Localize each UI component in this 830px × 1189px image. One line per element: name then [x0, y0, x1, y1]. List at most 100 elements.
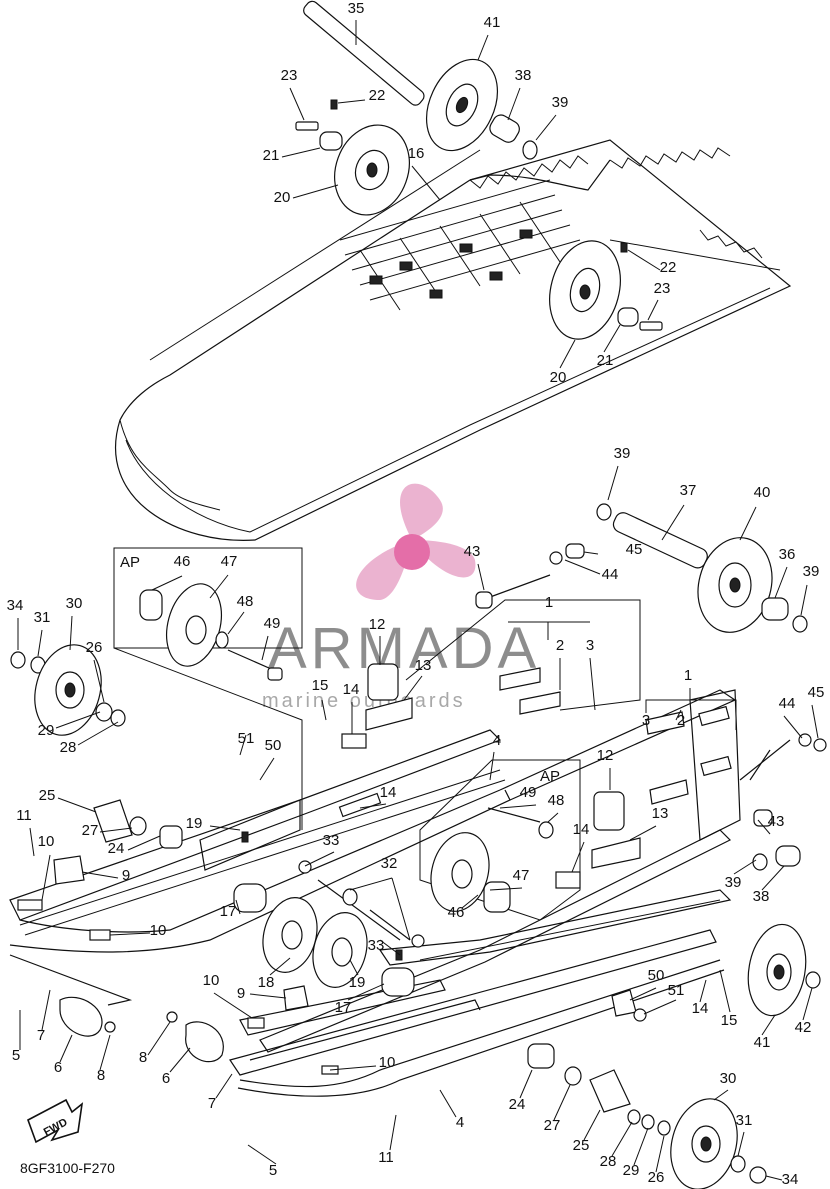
callout-4: 4	[456, 1114, 464, 1131]
callout-6: 6	[162, 1070, 170, 1087]
callout-29: 29	[38, 722, 55, 739]
callout-43: 43	[768, 813, 785, 830]
watermark-tagline: marine outboards	[262, 690, 466, 712]
callout-18: 18	[258, 974, 275, 991]
right-brackets	[555, 711, 801, 889]
callout-3: 3	[586, 637, 594, 654]
callout-28: 28	[600, 1153, 617, 1170]
callout-42: 42	[795, 1019, 812, 1036]
callout-24: 24	[509, 1096, 526, 1113]
callout-41: 41	[754, 1034, 771, 1051]
callout-10: 10	[38, 833, 55, 850]
callout-28: 28	[60, 739, 77, 756]
callout-12: 12	[597, 747, 614, 764]
ap-label-left: AP	[120, 554, 140, 571]
callout-14: 14	[380, 784, 397, 801]
callout-20: 20	[550, 369, 567, 386]
callout-7: 7	[208, 1095, 216, 1112]
callout-1: 1	[545, 594, 553, 611]
callout-34: 34	[7, 597, 24, 614]
callout-30: 30	[66, 595, 83, 612]
callout-8: 8	[97, 1067, 105, 1084]
callout-23: 23	[654, 280, 671, 297]
mid-wheel-assembly	[475, 503, 808, 633]
callout-10: 10	[203, 972, 220, 989]
callout-14: 14	[573, 821, 590, 838]
callout-5: 5	[269, 1162, 277, 1179]
callout-49: 49	[520, 784, 537, 801]
callout-29: 29	[623, 1162, 640, 1179]
callout-33: 33	[368, 937, 385, 954]
watermark: ARMADA marine outboards	[262, 483, 540, 712]
callout-27: 27	[544, 1117, 561, 1134]
callout-34: 34	[782, 1171, 799, 1188]
callout-50: 50	[265, 737, 282, 754]
callout-31: 31	[34, 609, 51, 626]
callout-9: 9	[237, 985, 245, 1002]
callout-17: 17	[220, 903, 237, 920]
callout-49: 49	[264, 615, 281, 632]
propeller-logo-icon	[356, 483, 476, 600]
callout-15: 15	[312, 677, 329, 694]
callout-3: 3	[642, 712, 650, 729]
callout-47: 47	[221, 553, 238, 570]
callout-51: 51	[668, 982, 685, 999]
ap-inset-box-left: AP	[113, 547, 303, 830]
callout-2: 2	[677, 712, 685, 729]
callout-7: 7	[37, 1027, 45, 1044]
callout-25: 25	[39, 787, 56, 804]
callout-20: 20	[274, 189, 291, 206]
callout-25: 25	[573, 1137, 590, 1154]
callout-16: 16	[408, 145, 425, 162]
callout-33: 33	[323, 832, 340, 849]
callout-24: 24	[108, 840, 125, 857]
callout-39: 39	[803, 563, 820, 580]
front-parts-right	[527, 733, 827, 1189]
callout-26: 26	[648, 1169, 665, 1186]
callout-46: 46	[448, 904, 465, 921]
callout-19: 19	[349, 974, 366, 991]
callout-6: 6	[54, 1059, 62, 1076]
callout-48: 48	[548, 792, 565, 809]
callout-27: 27	[82, 822, 99, 839]
callout-40: 40	[754, 484, 771, 501]
upper-wheel-assembly	[295, 0, 663, 340]
callout-19: 19	[186, 815, 203, 832]
left-brackets	[341, 599, 641, 749]
callout-10: 10	[379, 1054, 396, 1071]
callout-39: 39	[552, 94, 569, 111]
callout-26: 26	[86, 639, 103, 656]
callout-41: 41	[484, 14, 501, 31]
callout-46: 46	[174, 553, 191, 570]
ap-inset-box-right: AP	[419, 759, 581, 921]
callout-23: 23	[281, 67, 298, 84]
watermark-brand: ARMADA	[268, 616, 540, 681]
callout-35: 35	[348, 0, 365, 17]
callout-43: 43	[464, 543, 481, 560]
callout-37: 37	[680, 482, 697, 499]
callout-45: 45	[626, 541, 643, 558]
callout-5: 5	[12, 1047, 20, 1064]
callout-13: 13	[652, 805, 669, 822]
callout-44: 44	[602, 566, 619, 583]
callout-32: 32	[381, 855, 398, 872]
cross-shafts	[233, 831, 425, 997]
callout-2: 2	[556, 637, 564, 654]
callout-30: 30	[720, 1070, 737, 1087]
drawing-code: 8GF3100-F270	[20, 1160, 115, 1176]
callout-8: 8	[139, 1049, 147, 1066]
callout-39: 39	[614, 445, 631, 462]
callout-36: 36	[779, 546, 796, 563]
left-slide-rail	[9, 729, 511, 953]
callout-22: 22	[660, 259, 677, 276]
callout-38: 38	[753, 888, 770, 905]
callout-45: 45	[808, 684, 825, 701]
callout-39: 39	[725, 874, 742, 891]
callout-21: 21	[597, 352, 614, 369]
callout-4: 4	[493, 732, 501, 749]
track-cleats	[339, 179, 581, 311]
callout-44: 44	[779, 695, 796, 712]
rear-wheel-left	[10, 644, 126, 736]
